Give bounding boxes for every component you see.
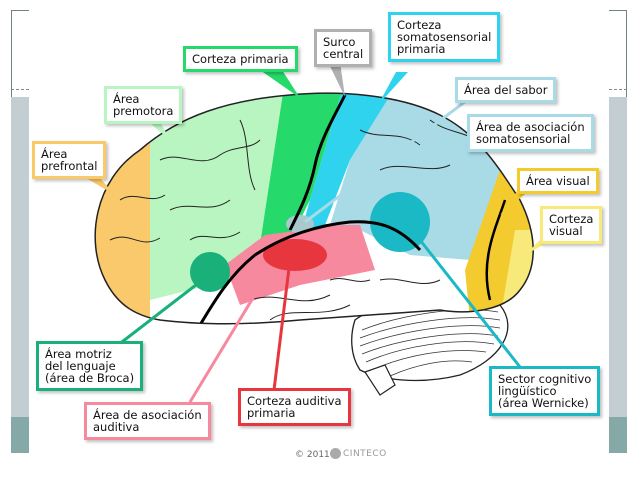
side-bar-right-foot [609,417,627,453]
side-bar-left [11,97,29,417]
label-text: visual [549,224,583,238]
label-text: Área visual [526,174,590,188]
region-somatosensorial [300,93,400,235]
frame-top-left-line [11,10,29,11]
label-area-sabor: Área del sabor [455,77,557,103]
label-text: (área de Broca) [45,371,135,385]
label-text: primaria [247,406,296,420]
label-area-broca: Área motriz del lenguaje (área de Broca) [36,341,144,391]
label-corteza-primaria: Corteza primaria [183,46,298,72]
label-text: Corteza [397,18,442,32]
label-area-premotora: Área premotora [104,86,183,124]
label-text: primaria [397,42,446,56]
side-bar-left-foot [11,417,29,453]
label-text: central [323,47,364,61]
label-text: somatosensorial [397,30,492,44]
label-text: Área [41,147,68,161]
label-text: (área Wernicke) [498,396,589,410]
label-corteza-somatosensorial: Corteza somatosensorial primaria [388,12,501,62]
brand-logo: CINTECO [330,448,387,459]
label-text: prefrontal [41,159,98,173]
logo-icon [330,448,341,459]
label-text: lingüístico [498,384,557,398]
copyright-text: © 2011 [295,450,330,460]
label-text: Área de asociación [93,408,202,422]
label-surco-central: Surco central [314,29,373,67]
region-wernicke [370,192,430,252]
label-corteza-visual: Corteza visual [540,206,603,244]
frame-dash-right [609,89,627,90]
label-text: auditiva [93,420,140,434]
label-text: Área motriz [45,347,112,361]
brand-name: CINTECO [343,449,387,459]
sylvian-fissure [198,220,422,324]
label-wernicke: Sector cognitivo lingüístico (área Werni… [489,366,601,416]
label-text: premotora [113,104,174,118]
label-corteza-auditiva: Corteza auditiva primaria [238,388,351,426]
label-text: Área [113,92,140,106]
label-area-prefrontal: Área prefrontal [32,141,107,179]
label-asociacion-somatosensorial: Área de asociación somatosensorial [467,114,594,152]
label-text: Corteza primaria [192,52,289,66]
region-corteza-primaria [258,93,345,258]
label-text: del lenguaje [45,359,116,373]
label-text: Corteza auditiva [247,394,342,408]
label-text: Surco [323,35,356,49]
label-text: somatosensorial [476,132,571,146]
region-corteza-auditiva [263,239,327,271]
central-sulcus [288,94,347,231]
label-area-visual: Área visual [517,168,599,194]
label-text: Sector cognitivo [498,372,592,386]
frame-top-right-line [609,10,627,11]
frame-dash-left [11,89,29,90]
label-text: Corteza [549,212,594,226]
label-text: Área del sabor [464,83,548,97]
cerebellum [351,297,509,396]
side-bar-right [609,97,627,417]
region-premotora [150,93,285,300]
label-asociacion-auditiva: Área de asociación auditiva [84,402,211,440]
label-text: Área de asociación [476,120,585,134]
